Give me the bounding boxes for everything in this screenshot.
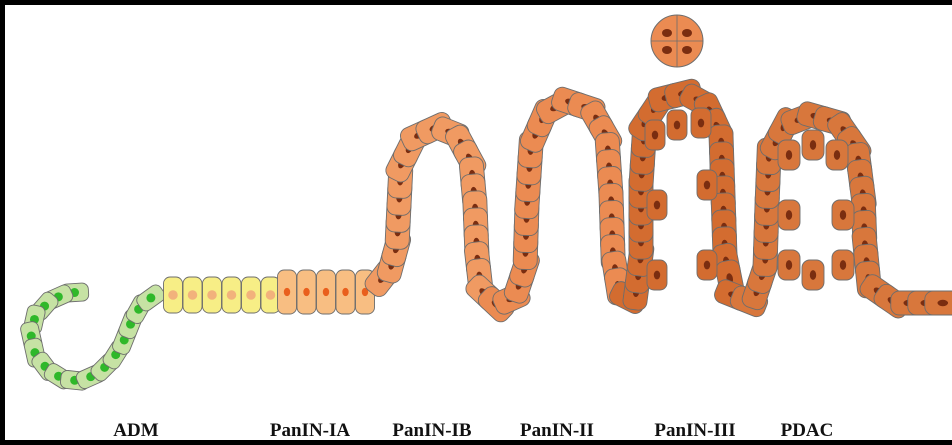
panin-1a-cell-0-nucleus — [168, 290, 178, 300]
panin-1a-late-cell-2-nucleus — [323, 288, 329, 296]
pdac-inner-cell-4-nucleus — [834, 150, 840, 160]
pdac-inner-cell-5-nucleus — [840, 210, 846, 220]
detached-cluster-nucleus-1 — [682, 29, 692, 37]
panin-1a-cell-5-nucleus — [266, 290, 276, 300]
detached-cluster-nucleus-0 — [662, 29, 672, 37]
panin-1a-late-cell-1-nucleus — [303, 288, 309, 296]
fold-cell-106-nucleus — [938, 300, 949, 306]
epithelial-cells — [19, 15, 952, 391]
panin-3-inner-cell-2-nucleus — [654, 271, 660, 280]
panin-1a-late-cell-3-nucleus — [342, 288, 348, 296]
pdac-label: PDAC — [781, 420, 834, 442]
pdac-inner-cell-7-nucleus — [810, 270, 816, 280]
pdac-inner-cell-6-nucleus — [840, 260, 846, 270]
panin-1a-cell-4-nucleus — [246, 290, 256, 300]
panin-3-inner-cell-1-nucleus — [654, 201, 660, 210]
panin-3-inner-cell-0-nucleus — [652, 131, 658, 140]
panin-1b-label: PanIN-IB — [392, 420, 471, 442]
epithelium-progression-diagram — [5, 5, 952, 445]
pdac-inner-cell-1-nucleus — [786, 210, 792, 220]
panin-3-inner-cell-3-nucleus — [674, 121, 680, 130]
pdac-inner-cell-2-nucleus — [786, 260, 792, 270]
detached-cluster-nucleus-3 — [682, 46, 692, 54]
panin-1a-label: PanIN-IA — [270, 420, 350, 442]
panin-1a-cell-3-nucleus — [227, 290, 237, 300]
pdac-inner-cell-3-nucleus — [810, 140, 816, 150]
panin-3-label: PanIN-III — [654, 420, 735, 442]
panin-3-inner-cell-5-nucleus — [704, 181, 710, 190]
detached-cluster-nucleus-2 — [662, 46, 672, 54]
panin-1a-cell-2-nucleus — [207, 290, 217, 300]
panin-3-inner-cell-6-nucleus — [704, 261, 710, 270]
panin-1a-cell-1-nucleus — [188, 290, 198, 300]
panin-2-label: PanIN-II — [520, 420, 594, 442]
panin-3-inner-cell-4-nucleus — [698, 119, 704, 128]
adm-label: ADM — [113, 420, 158, 442]
pdac-inner-cell-0-nucleus — [786, 150, 792, 160]
adm-cell-15-nucleus — [146, 293, 155, 302]
panin-1a-late-cell-0-nucleus — [284, 288, 290, 296]
